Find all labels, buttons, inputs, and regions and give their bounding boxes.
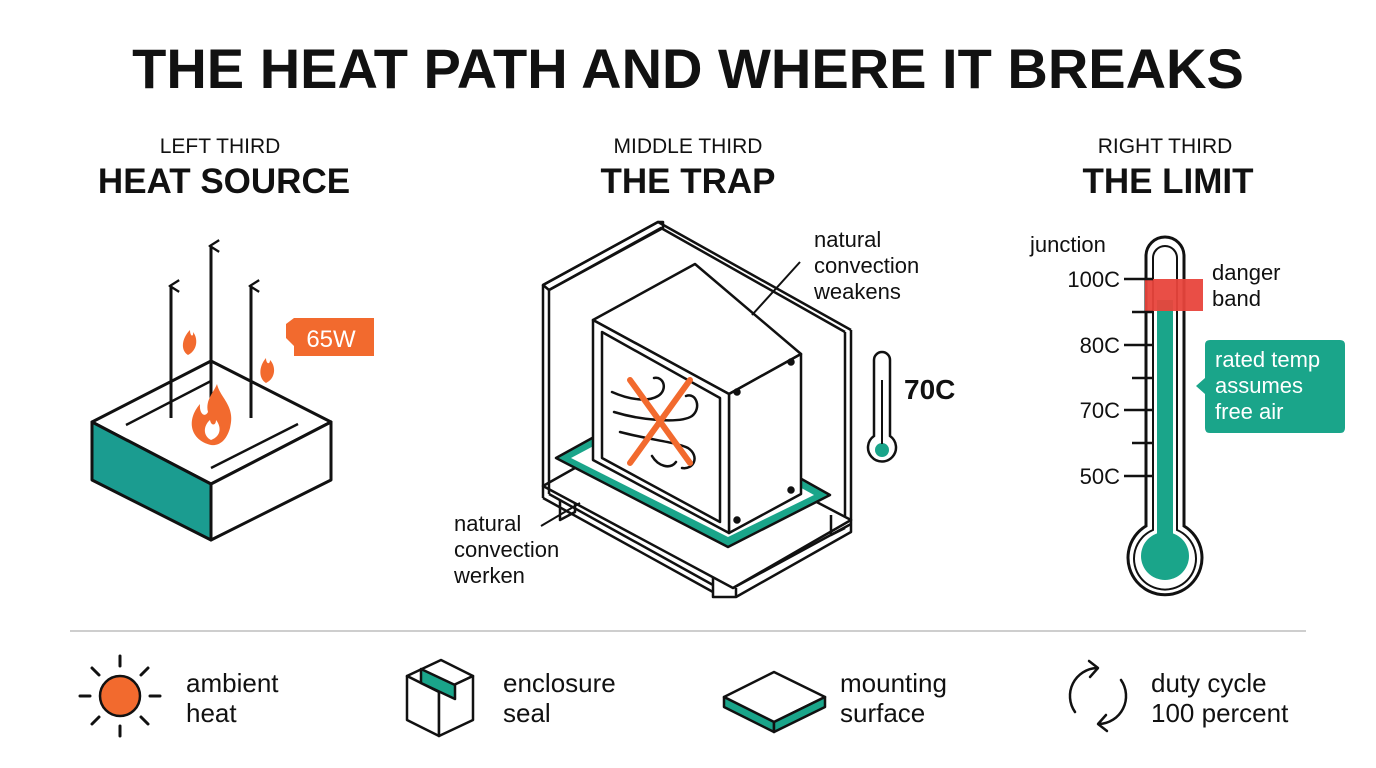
small-flame-left-icon: [182, 330, 197, 355]
callout-bottom-leader: [540, 502, 581, 527]
tick-label-70c: 70C: [1080, 398, 1120, 423]
legend-item-ambient-heat: ambient heat: [186, 668, 279, 728]
junction-label: junction: [1029, 232, 1106, 257]
rated-note-line2: assumes: [1215, 373, 1303, 398]
page-title: THE HEAT PATH AND WHERE IT BREAKS: [132, 37, 1244, 100]
cycle-icon: [1068, 659, 1128, 733]
thermometer-tick-labels: 100C 80C 70C 50C: [1067, 267, 1120, 489]
small-flame-right-icon: [260, 358, 275, 383]
danger-label-line1: danger: [1212, 260, 1281, 285]
blocked-x-icon: [627, 377, 693, 466]
legend-label-enclosure-line1: enclosure: [503, 668, 616, 698]
plate-icon: [722, 670, 827, 734]
small-thermometer-icon: [866, 350, 898, 463]
left-subtitle: LEFT THIRD: [160, 135, 281, 158]
legend-label-ambient-line2: heat: [186, 698, 237, 728]
legend: ambient heat enclosure seal mounting sur…: [78, 654, 1289, 738]
thermometer-scale: [1124, 277, 1153, 478]
legend-label-duty-line2: 100 percent: [1151, 698, 1289, 728]
left-panel: LEFT THIRD HEAT SOURCE 65W: [90, 135, 374, 542]
danger-label-line2: band: [1212, 286, 1261, 311]
legend-label-mounting-line1: mounting: [840, 668, 947, 698]
middle-heading: THE TRAP: [601, 162, 776, 201]
enclosure-frame: [541, 220, 853, 599]
middle-panel: MIDDLE THIRD THE TRAP: [453, 135, 955, 599]
rated-temp-note: rated temp assumes free air: [1196, 340, 1345, 433]
legend-label-enclosure-line2: seal: [503, 698, 551, 728]
callout-bottom-line1: natural: [454, 511, 521, 536]
right-subtitle: RIGHT THIRD: [1098, 135, 1233, 158]
junction-thermometer-icon: [1126, 235, 1204, 597]
danger-band-label: danger band: [1212, 260, 1281, 311]
legend-item-enclosure-seal: enclosure seal: [503, 668, 616, 728]
legend-item-mounting-surface: mounting surface: [840, 668, 947, 728]
callout-bottom-line3: werken: [453, 563, 525, 588]
legend-item-duty-cycle: duty cycle 100 percent: [1151, 668, 1289, 728]
danger-band: [1145, 279, 1203, 311]
callout-bottom: natural convection werken: [453, 511, 559, 588]
callout-top-line2: convection: [814, 253, 919, 278]
callout-bottom-line2: convection: [454, 537, 559, 562]
tick-label-80c: 80C: [1080, 333, 1120, 358]
enclosure-temp-label: 70C: [904, 374, 955, 405]
power-badge-label: 65W: [306, 326, 356, 353]
callout-top-leader: [751, 261, 801, 316]
middle-subtitle: MIDDLE THIRD: [614, 135, 763, 158]
callout-top-line1: natural: [814, 227, 881, 252]
rated-note-line1: rated temp: [1215, 347, 1320, 372]
rated-note-line3: free air: [1215, 399, 1283, 424]
tick-label-50c: 50C: [1080, 464, 1120, 489]
tick-label-100c: 100C: [1067, 267, 1120, 292]
power-badge: 65W: [286, 318, 374, 356]
sun-icon: [78, 654, 162, 738]
right-heading: THE LIMIT: [1082, 162, 1253, 201]
left-heading: HEAT SOURCE: [98, 162, 350, 201]
legend-label-ambient-line1: ambient: [186, 668, 279, 698]
box-icon: [405, 658, 475, 738]
legend-label-mounting-line2: surface: [840, 698, 925, 728]
callout-top: natural convection weakens: [813, 227, 919, 304]
legend-label-duty-line1: duty cycle: [1151, 668, 1267, 698]
right-panel: RIGHT THIRD THE LIMIT junction 100C 80C …: [1029, 135, 1345, 597]
flame-icon: [191, 384, 232, 446]
callout-top-line3: weakens: [813, 279, 901, 304]
